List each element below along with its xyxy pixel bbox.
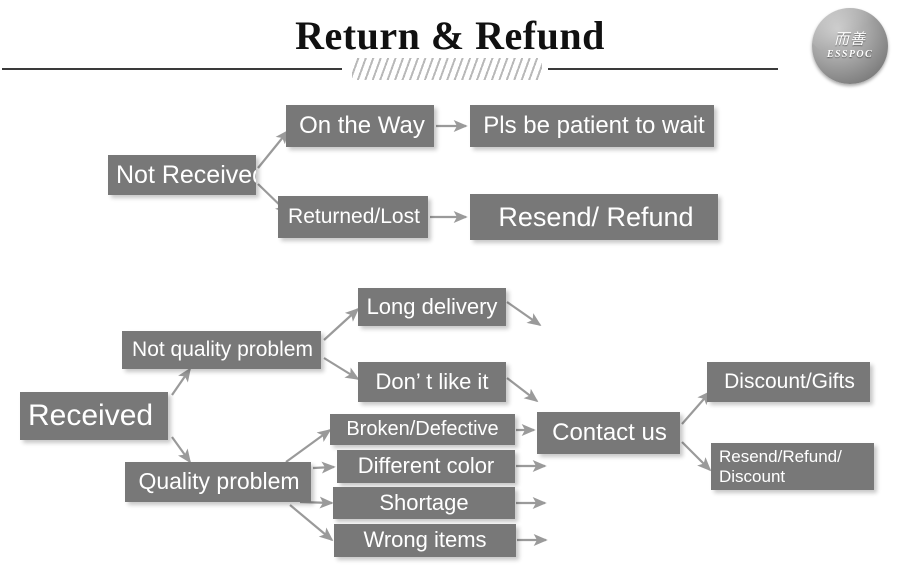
node-wrong-items[interactable]: Wrong items [334, 524, 516, 557]
edge-quality-to-wrong-items [289, 504, 334, 542]
node-different-color[interactable]: Different color [337, 450, 515, 483]
edge-contact-us-to-resend-refund-disc [681, 441, 712, 472]
edge-received-to-not-quality [171, 367, 192, 396]
page-title: Return & Refund [295, 13, 605, 58]
edge-quality-to-different-color [312, 461, 336, 474]
header-rule-right [548, 68, 778, 70]
node-not-received[interactable]: Not Received [108, 155, 256, 195]
node-not-quality[interactable]: Not quality problem [122, 331, 321, 369]
brand-logo: 而善 ESSPOC [812, 8, 888, 84]
node-resend-refund-disc[interactable]: Resend/Refund/ Discount [711, 443, 874, 490]
node-resend-refund[interactable]: Resend/ Refund [470, 194, 718, 240]
node-long-delivery[interactable]: Long delivery [358, 288, 506, 326]
edge-contact-us-to-discount-gifts [681, 390, 712, 425]
edge-quality-to-broken-defective [285, 428, 332, 463]
node-discount-gifts[interactable]: Discount/Gifts [707, 362, 870, 402]
node-on-the-way[interactable]: On the Way [286, 105, 434, 147]
edge-long-delivery-to-contact-us [506, 301, 542, 327]
edge-not-quality-to-long-delivery [323, 307, 360, 341]
edge-received-to-quality [171, 436, 192, 464]
logo-brand-text: ESSPOC [826, 49, 874, 60]
node-pls-be-patient[interactable]: Pls be patient to wait [470, 105, 714, 147]
logo-chinese-text: 而善 [833, 30, 866, 48]
header-hatch-divider-icon [352, 58, 542, 80]
node-quality[interactable]: Quality problem [125, 462, 311, 502]
header-rule-left [2, 68, 342, 70]
edge-dont-like-it-to-contact-us [506, 377, 539, 403]
edge-not-received-to-on-the-way [257, 129, 290, 169]
edge-quality-to-shortage [299, 496, 334, 509]
node-contact-us[interactable]: Contact us [537, 412, 680, 454]
node-broken-defective[interactable]: Broken/Defective [330, 414, 515, 445]
node-shortage[interactable]: Shortage [333, 487, 515, 519]
node-returned-lost[interactable]: Returned/Lost [278, 196, 428, 238]
node-dont-like-it[interactable]: Don’ t like it [358, 362, 506, 402]
edge-not-quality-to-dont-like-it [323, 357, 360, 380]
node-received[interactable]: Received [20, 392, 168, 440]
